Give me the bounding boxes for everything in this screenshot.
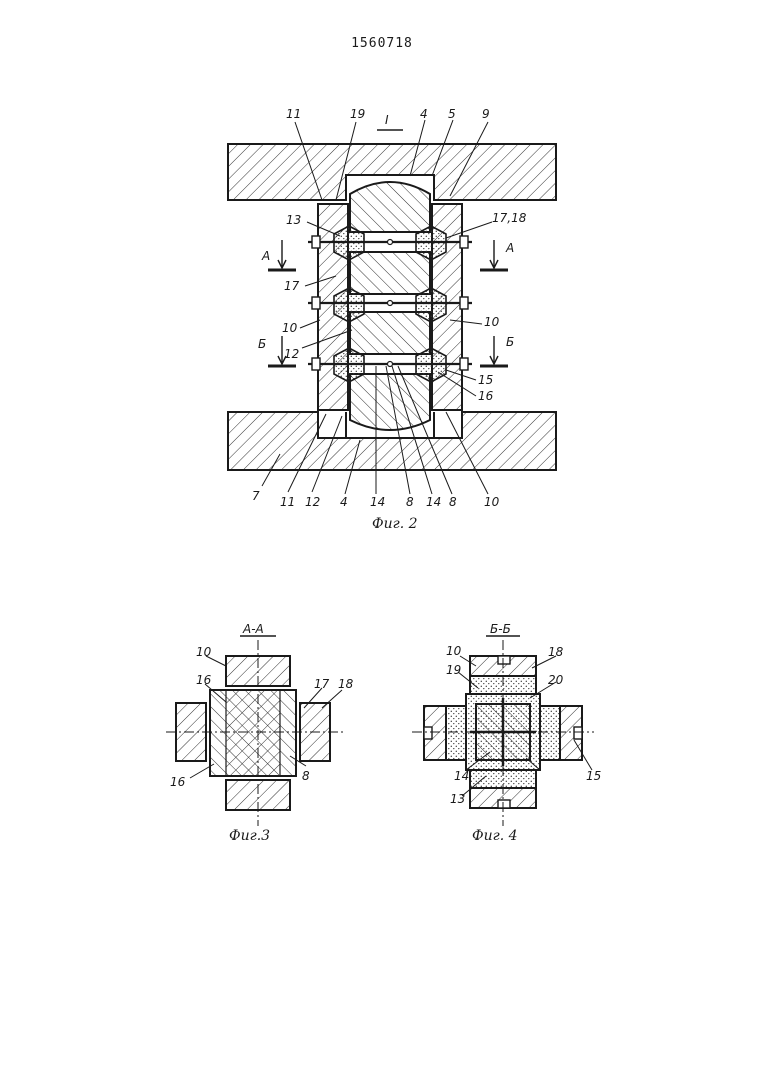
section-a-right: А xyxy=(505,241,514,255)
figure-2 xyxy=(227,119,557,495)
label-9: 9 xyxy=(482,107,490,121)
label-11-bottom: 11 xyxy=(280,495,295,509)
fig4-label-18: 18 xyxy=(548,645,564,659)
label-17: 17 xyxy=(284,279,300,293)
patent-number: 1560718 xyxy=(351,36,413,51)
view-mark: I xyxy=(385,113,389,127)
label-4-bottom: 4 xyxy=(340,495,348,509)
fig4-label-20: 20 xyxy=(548,673,564,687)
core-block-1 xyxy=(349,251,431,295)
figure-4 xyxy=(412,635,594,826)
fig3-label-16-top: 16 xyxy=(196,673,212,687)
label-17-18: 17,18 xyxy=(492,211,527,225)
label-11-top: 11 xyxy=(286,107,301,121)
node-right-2 xyxy=(415,287,447,323)
label-10-left: 10 xyxy=(282,321,298,335)
label-5: 5 xyxy=(448,107,456,121)
section-a-left: А xyxy=(261,249,270,263)
label-12-left: 12 xyxy=(284,347,299,361)
fig4-caption: Фиг. 4 xyxy=(472,828,518,844)
core-block-2 xyxy=(349,311,431,355)
node-left-2 xyxy=(333,287,365,323)
label-13: 13 xyxy=(286,213,301,227)
fig4-label-13: 13 xyxy=(450,792,465,806)
label-14-a: 14 xyxy=(370,495,385,509)
label-10-right: 10 xyxy=(484,315,500,329)
bottom-channel xyxy=(345,412,435,439)
core-bottom-block xyxy=(349,373,431,431)
top-slab xyxy=(227,143,557,201)
fig4-label-10: 10 xyxy=(446,644,462,658)
fig3-label-16-bottom: 16 xyxy=(170,775,186,789)
fig3-label-10: 10 xyxy=(196,645,212,659)
fig3-caption: Фиг.3 xyxy=(229,828,270,844)
fig4-label-19: 19 xyxy=(446,663,461,677)
label-19: 19 xyxy=(350,107,365,121)
label-8-b: 8 xyxy=(449,495,457,509)
label-10-bottom: 10 xyxy=(484,495,500,509)
label-15: 15 xyxy=(478,373,493,387)
label-7: 7 xyxy=(252,489,260,503)
label-12-bottom: 12 xyxy=(305,495,320,509)
figure-3 xyxy=(166,635,346,826)
core-top-block xyxy=(349,181,431,233)
fig4-label-15: 15 xyxy=(586,769,601,783)
fig3-label-8: 8 xyxy=(302,769,310,783)
label-8-a: 8 xyxy=(406,495,414,509)
fig3-label-17: 17 xyxy=(314,677,330,691)
section-b-right: Б xyxy=(506,335,514,349)
label-14-b: 14 xyxy=(426,495,441,509)
label-16: 16 xyxy=(478,389,494,403)
fig4-label-14: 14 xyxy=(454,769,469,783)
fig2-caption: Фиг. 2 xyxy=(372,516,418,532)
fig3-section-title: А-А xyxy=(242,622,264,636)
section-b-left: Б xyxy=(258,337,266,351)
fig4-section-title: Б-Б xyxy=(490,622,511,636)
label-4-top: 4 xyxy=(420,107,428,121)
fig3-label-18: 18 xyxy=(338,677,354,691)
